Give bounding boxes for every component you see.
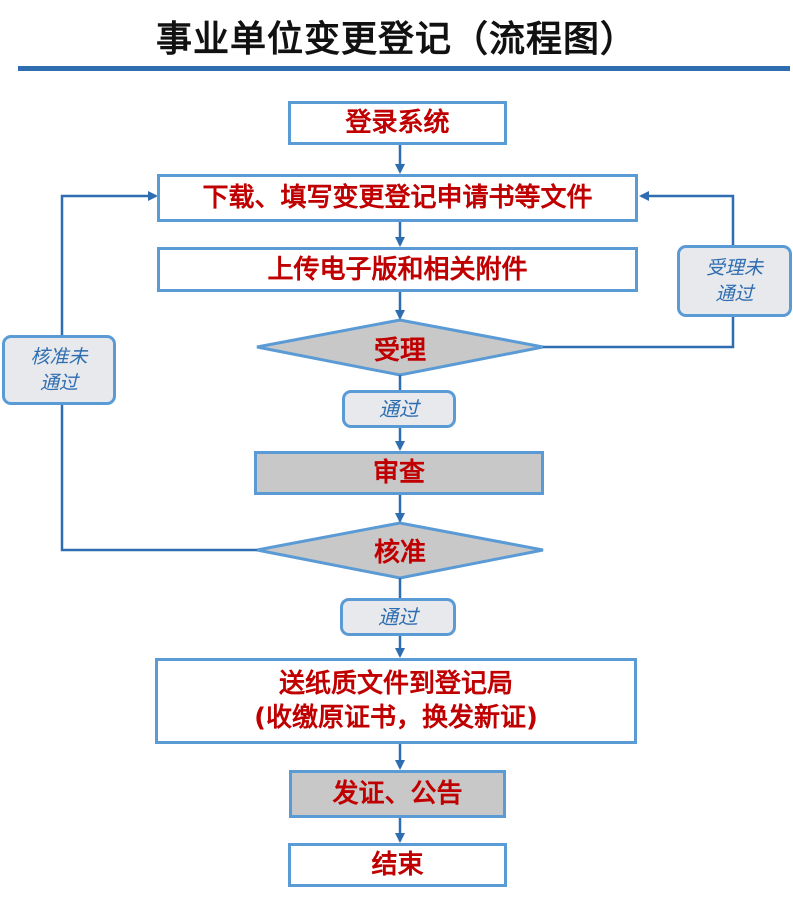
loop-accept-fail-return [639, 191, 735, 245]
step-send-line1: 送纸质文件到登记局 [278, 669, 513, 699]
step-review: 审查 [254, 451, 544, 495]
step-download-fill: 下载、填写变更登记申请书等文件 [157, 174, 638, 222]
step-login: 登录系统 [288, 101, 507, 145]
decision-approve-label: 核准 [373, 537, 426, 568]
step-issue-label: 发证、公告 [332, 779, 463, 809]
step-upload-label: 上传电子版和相关附件 [267, 254, 528, 285]
page-title: 事业单位变更登记（流程图） [155, 19, 637, 60]
title-underline [18, 66, 790, 71]
step-issue-announce: 发证、公告 [289, 770, 506, 818]
loop-approve-fail [60, 405, 257, 552]
pass-label-2-text: 通过 [378, 605, 418, 629]
step-upload: 上传电子版和相关附件 [157, 247, 638, 292]
pass-label-1-text: 通过 [379, 397, 419, 421]
accept-fail-note: 受理未 通过 [677, 245, 792, 317]
step-end-label: 结束 [371, 850, 424, 880]
approve-fail-line1: 核准未 [30, 346, 88, 368]
pass-label-1: 通过 [342, 390, 456, 428]
accept-fail-line2: 通过 [715, 283, 754, 305]
step-end: 结束 [288, 843, 507, 887]
step-send-line2: (收缴原证书，换发新证) [254, 703, 538, 733]
step-send-documents: 送纸质文件到登记局 (收缴原证书，换发新证) [155, 658, 637, 744]
approve-fail-line2: 通过 [39, 372, 78, 394]
step-review-label: 审查 [372, 458, 425, 488]
approve-fail-note: 核准未 通过 [2, 335, 116, 405]
step-login-label: 登录系统 [345, 108, 450, 138]
loop-accept-fail [543, 317, 735, 349]
pass-label-2: 通过 [340, 598, 456, 636]
loop-approve-fail-return [60, 191, 158, 335]
accept-fail-line1: 受理未 [705, 257, 763, 279]
decision-accept-label: 受理 [373, 335, 426, 366]
decision-approve-shape [256, 521, 544, 580]
step-download-label: 下载、填写变更登记申请书等文件 [202, 183, 593, 213]
